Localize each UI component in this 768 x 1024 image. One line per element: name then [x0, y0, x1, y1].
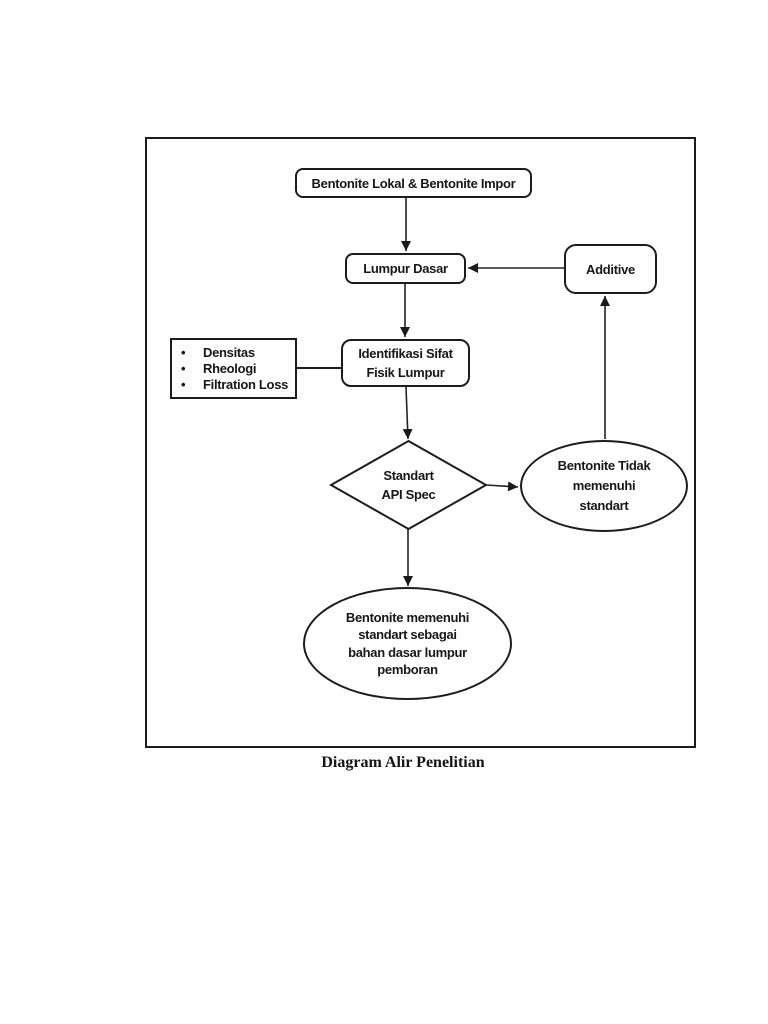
- edge-identification-to-decision: [402, 386, 413, 440]
- diagram-frame: [145, 137, 696, 748]
- list-item-label: Rheologi: [203, 360, 257, 376]
- node-lumpur-dasar: Lumpur Dasar: [345, 253, 466, 284]
- diagram-caption: Diagram Alir Penelitian: [321, 754, 485, 771]
- node-decision-api-spec: Standart API Spec: [381, 468, 436, 502]
- bullet-icon: •: [181, 376, 186, 392]
- bullet-icon: •: [181, 344, 186, 360]
- bullet-icon: •: [181, 360, 186, 376]
- node-bentonite-memenuhi: Bentonite memenuhi standart sebagai baha…: [303, 587, 512, 700]
- list-item-label: Filtration Loss: [203, 376, 289, 392]
- edge-decision-to-fail: [485, 481, 519, 492]
- node-identifikasi-sifat: Identifikasi Sifat Fisik Lumpur: [341, 339, 470, 387]
- node-additive: Additive: [564, 244, 657, 294]
- node-bentonite-tidak-memenuhi: Bentonite Tidak memenuhi standart: [520, 440, 688, 532]
- node-parameter-list: • Densitas • Rheologi • Filtration Loss: [170, 338, 297, 399]
- node-bentonite-source: Bentonite Lokal & Bentonite Impor: [295, 168, 532, 198]
- list-item-label: Densitas: [203, 344, 255, 360]
- list-item: • Rheologi: [172, 361, 295, 377]
- list-item: • Densitas: [172, 345, 295, 361]
- list-item: • Filtration Loss: [172, 377, 295, 393]
